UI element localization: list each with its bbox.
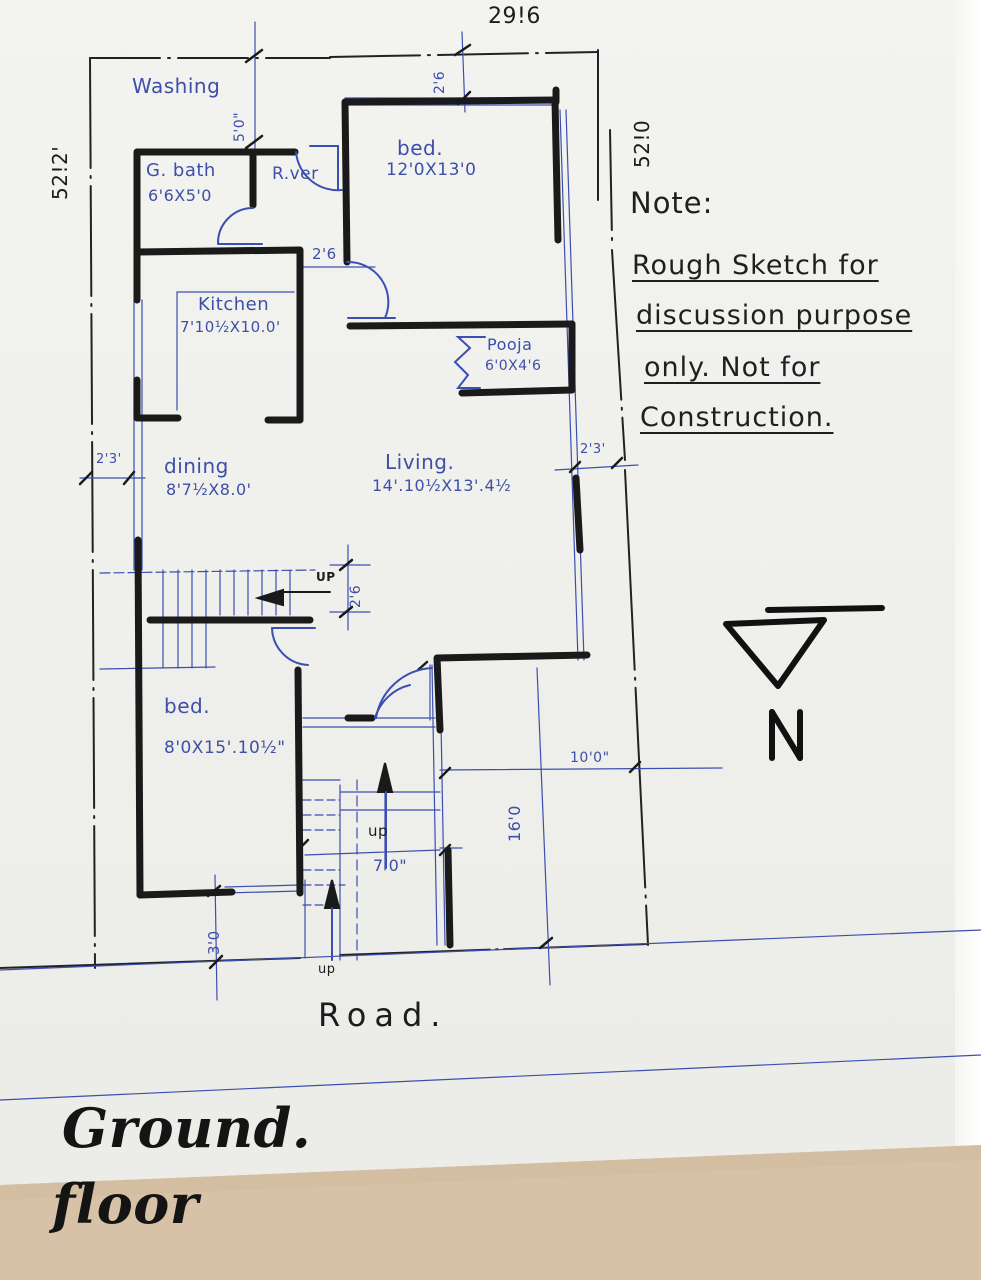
room-label-dining: dining	[164, 454, 229, 478]
dim-top-setback: 2'6	[432, 70, 448, 94]
room-label-g-bath: G. bath	[146, 160, 216, 181]
note-heading: Note:	[630, 186, 714, 220]
dim-right-setback: 2'3'	[580, 442, 606, 457]
stair-up-label-internal: UP	[316, 570, 336, 584]
sheet-edge	[955, 0, 981, 1280]
room-size-g-bath: 6'6X5'0	[148, 186, 212, 205]
room-label-bed-bottom: bed.	[164, 694, 211, 718]
room-label-washing: Washing	[132, 74, 221, 98]
dim-porch-width: 7'0"	[373, 856, 408, 875]
north-arrow-icon	[723, 605, 885, 761]
dim-parking-width: 10'0"	[570, 750, 610, 766]
dim-stair-width: 2'6	[348, 584, 364, 608]
stair-arrows	[254, 588, 394, 961]
drawing-title-line-2: floor	[52, 1172, 199, 1236]
room-label-living: Living.	[385, 450, 455, 474]
note-line-3: only. Not for	[644, 352, 821, 383]
note-line-2: discussion purpose	[636, 300, 913, 331]
road-label: Road.	[318, 996, 449, 1034]
room-label-bed-top: bed.	[397, 136, 444, 160]
overall-depth-right-dim: 52!0	[630, 119, 654, 168]
overall-depth-left-dim: 52!2'	[48, 145, 72, 200]
dim-corridor: 2'6	[312, 245, 337, 263]
stair-up-label-front-1: up	[368, 822, 389, 840]
room-size-kitchen: 7'10½X10.0'	[180, 318, 281, 336]
room-size-pooja: 6'0X4'6	[485, 358, 542, 374]
room-label-kitchen: Kitchen	[198, 294, 270, 315]
door-swings	[217, 145, 486, 719]
dim-washing-depth: 5'0"	[232, 111, 248, 142]
room-size-living: 14'.10½X13'.4½	[372, 476, 512, 495]
note-line-4: Construction.	[640, 402, 834, 433]
room-size-bed-bottom: 8'0X15'.10½"	[164, 738, 286, 758]
dim-parking-depth: 16'0	[505, 805, 524, 842]
dim-front-setback: 3'0	[205, 930, 223, 955]
drawing-title-line-1: Ground.	[62, 1096, 312, 1160]
note-line-1: Rough Sketch for	[632, 250, 879, 281]
room-size-dining: 8'7½X8.0'	[166, 480, 252, 499]
stair-up-label-front-2: up	[318, 962, 336, 977]
overall-width-dim: 29!6	[488, 4, 541, 29]
walls	[133, 86, 591, 949]
room-label-river: R.ver	[272, 164, 319, 184]
dimension-ticks	[78, 43, 642, 970]
room-label-pooja: Pooja	[487, 335, 533, 354]
room-size-bed-top: 12'0X13'0	[386, 160, 477, 180]
dim-left-setback: 2'3'	[96, 452, 122, 467]
